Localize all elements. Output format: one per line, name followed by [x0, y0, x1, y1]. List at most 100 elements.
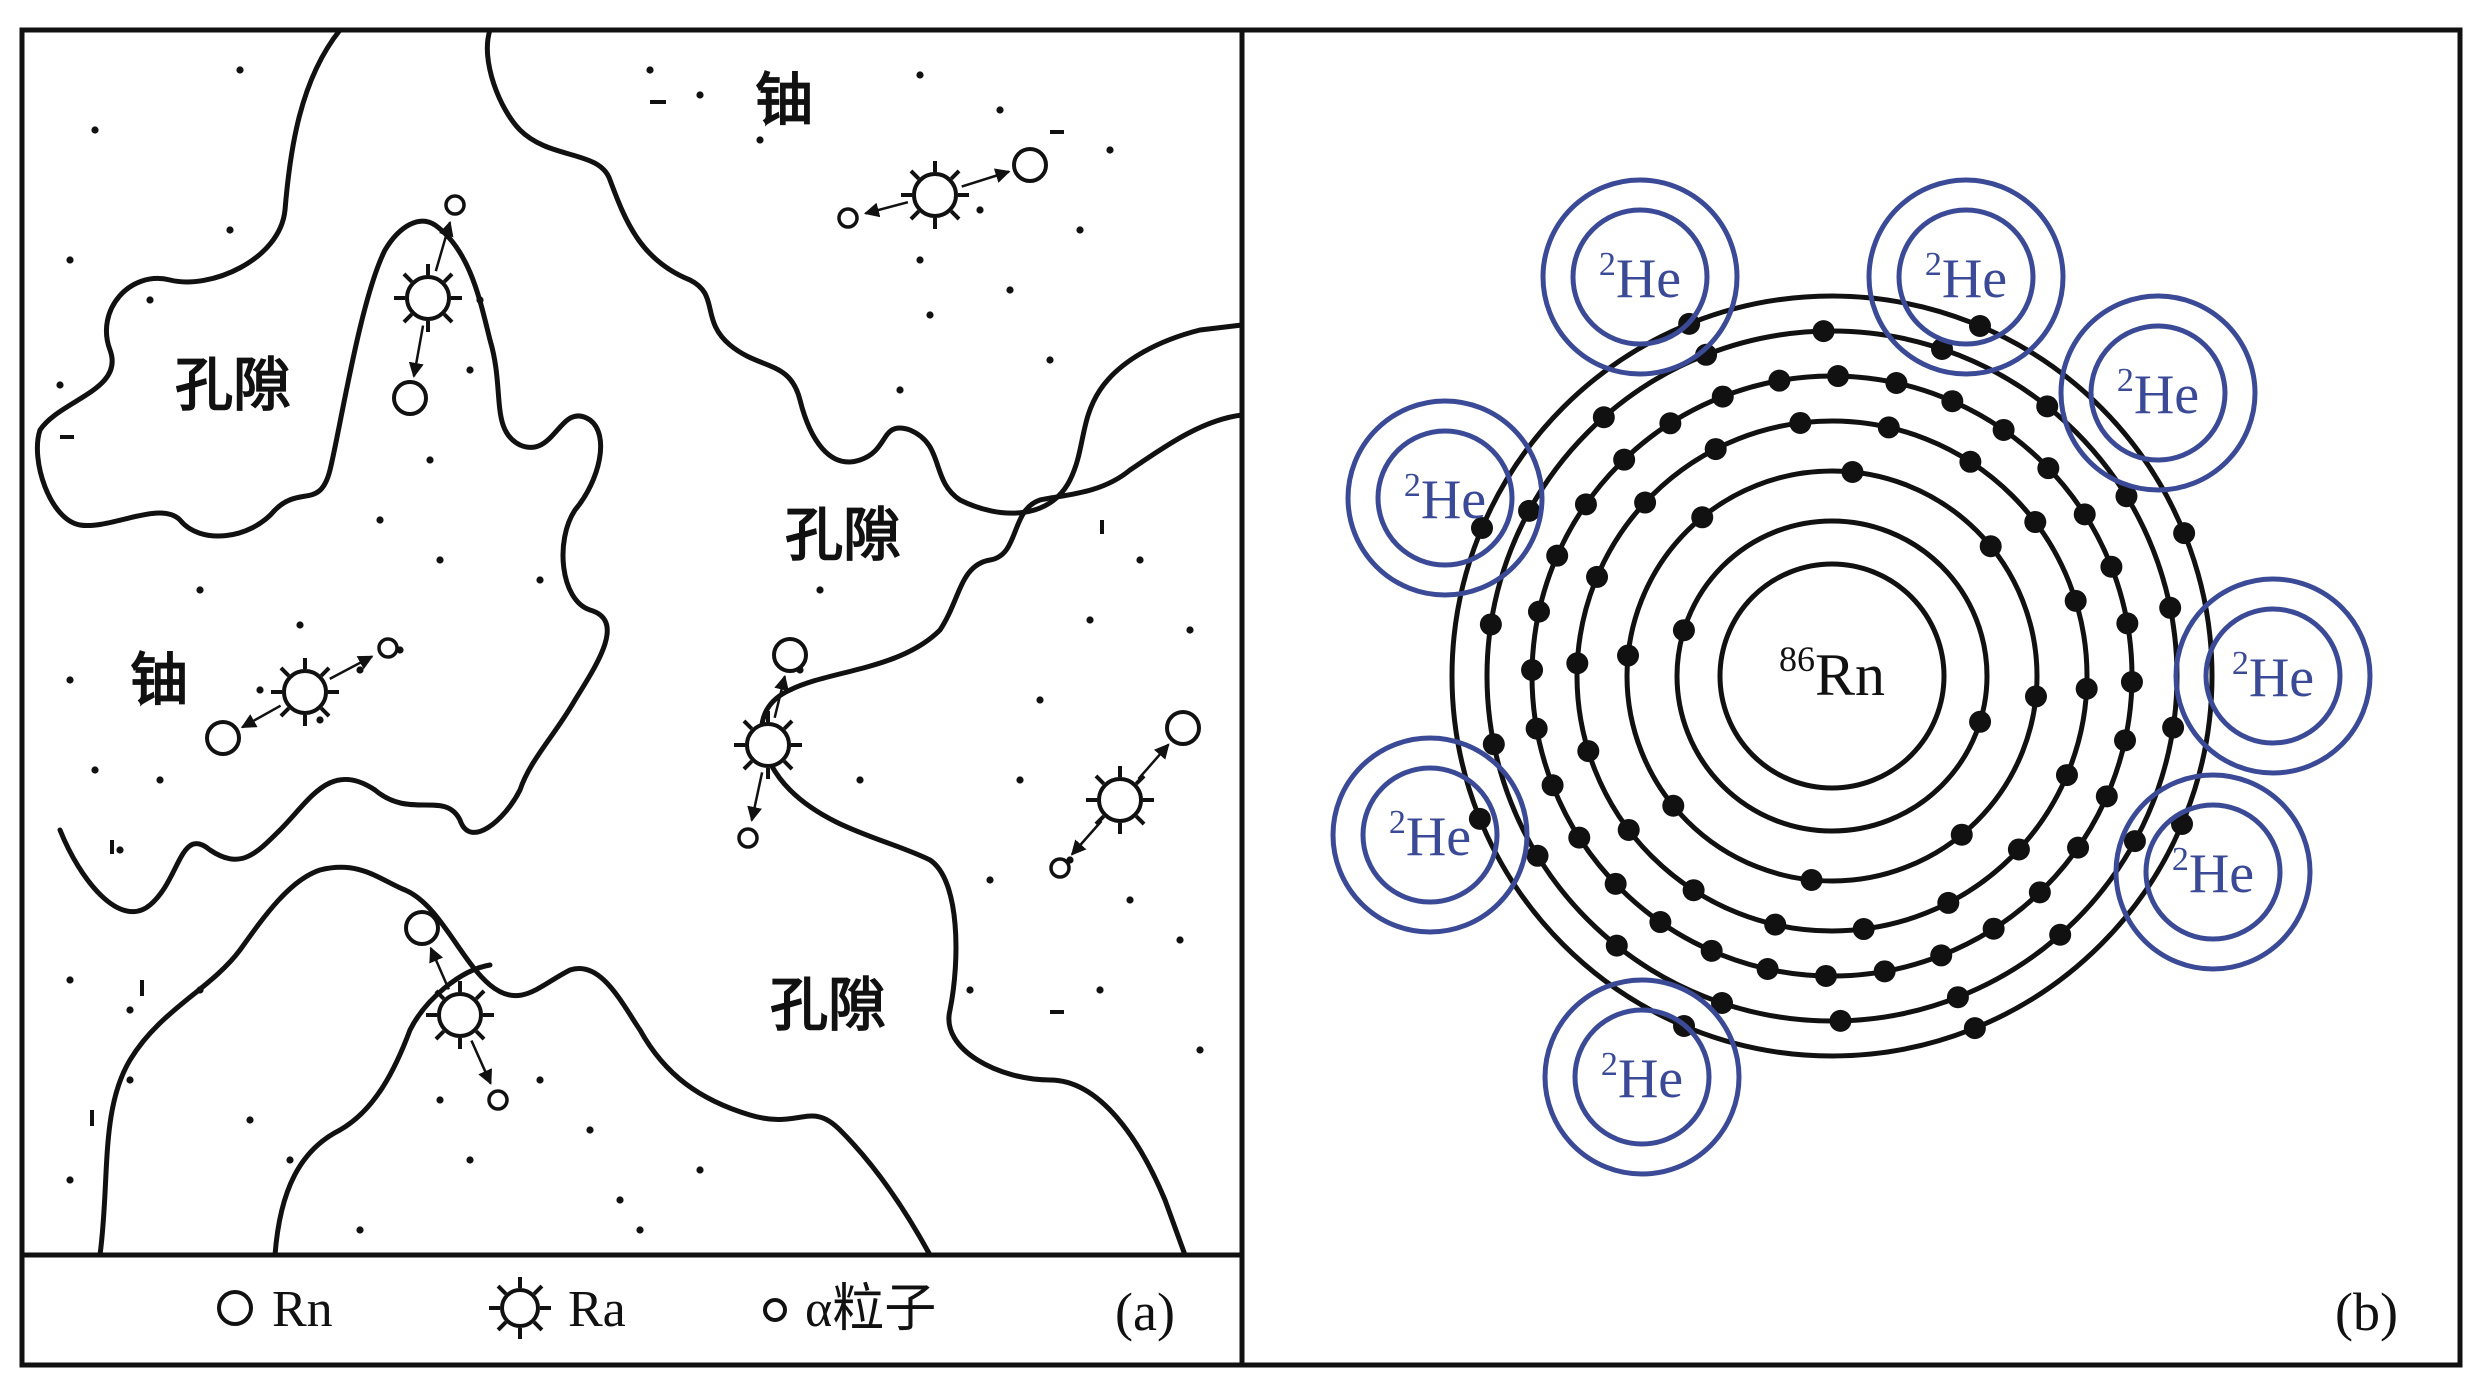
helium-outer-ring	[2058, 293, 2258, 493]
alpha-particle-icon	[487, 1089, 509, 1111]
helium-inner-ring	[2143, 802, 2283, 942]
grain-dot	[156, 776, 164, 784]
helium-symbol: He	[1942, 248, 2007, 310]
grain-dot	[66, 256, 74, 264]
helium-inner-ring	[1360, 765, 1500, 905]
ray	[496, 1320, 508, 1332]
rn-atom-icon	[404, 910, 440, 946]
grain-dot	[1096, 986, 1104, 994]
electron	[2120, 670, 2143, 693]
ray	[442, 272, 454, 284]
helium-atom: 2He	[1330, 735, 1530, 935]
grain-dot	[1136, 556, 1144, 564]
electron	[1691, 506, 1714, 529]
electron	[1574, 493, 1597, 516]
grain-boundaries	[34, 27, 1245, 1258]
grain-dot	[126, 1006, 134, 1014]
electron	[1969, 710, 1992, 733]
grain-dash	[110, 840, 114, 854]
electron	[1800, 868, 1823, 891]
electron	[2007, 838, 2030, 861]
electron	[2024, 685, 2047, 708]
decay-event	[734, 637, 808, 849]
grain-dot	[426, 456, 434, 464]
electron	[2067, 836, 2090, 859]
decay-arrow	[408, 325, 425, 378]
ray	[532, 1320, 544, 1332]
electron	[1815, 964, 1838, 987]
boundary-top-grain	[484, 27, 1245, 516]
panel-b-label: (b)	[2335, 1282, 2398, 1342]
electron	[1479, 613, 1502, 636]
grain-dot	[91, 766, 99, 774]
grain-dot	[926, 311, 934, 319]
helium-mass-number: 2	[1599, 246, 1616, 283]
grain-dot	[66, 1176, 74, 1184]
grain-dot	[1106, 146, 1114, 154]
decay-event	[404, 910, 509, 1111]
electron	[2073, 503, 2096, 526]
electron	[1826, 365, 1849, 388]
helium-label: 2He	[1601, 1046, 1683, 1110]
ray	[434, 989, 446, 1001]
helium-inner-ring	[1570, 207, 1710, 347]
legend-rn-label: Rn	[272, 1281, 333, 1338]
electron	[1649, 911, 1672, 934]
ra-core	[437, 992, 483, 1038]
decay-arrow	[961, 168, 1011, 188]
legend-alpha-label: α粒子	[805, 1281, 936, 1338]
helium-label: 2He	[2232, 645, 2314, 709]
grain-dot	[436, 556, 444, 564]
electron	[1963, 1017, 1986, 1040]
ray	[949, 169, 961, 181]
electron	[2162, 716, 2185, 739]
decay-arrow	[747, 772, 764, 822]
grain-dot	[356, 666, 364, 674]
electron	[1968, 314, 1991, 337]
ray	[742, 719, 754, 731]
helium-symbol: He	[2249, 647, 2314, 709]
ra-core	[912, 172, 958, 218]
ray	[279, 706, 291, 718]
helium-symbol: He	[2189, 843, 2254, 905]
ra-atom-icon	[426, 981, 494, 1049]
electron	[1541, 774, 1564, 797]
grain-dot	[756, 136, 764, 144]
electron	[1946, 986, 1969, 1009]
electron	[1877, 416, 1900, 439]
electron	[1979, 535, 2002, 558]
decay-arrow	[1137, 743, 1170, 780]
electron	[2159, 596, 2182, 619]
decay-arrow	[863, 200, 909, 218]
grain-dot	[896, 386, 904, 394]
electron	[1704, 438, 1727, 461]
electron	[1568, 826, 1591, 849]
electron	[1634, 491, 1657, 514]
decay-event	[205, 637, 399, 756]
grain-dot	[1046, 356, 1054, 364]
grain-dot	[146, 296, 154, 304]
decay-arrow	[434, 220, 454, 272]
boundary-left-grain	[34, 27, 610, 914]
electron	[1518, 499, 1541, 522]
electron	[1841, 461, 1864, 484]
electron	[2049, 923, 2072, 946]
decay-arrow	[329, 655, 374, 680]
electron	[2100, 555, 2123, 578]
electron	[1710, 991, 1733, 1014]
decay-event	[1049, 710, 1201, 879]
electron	[1521, 659, 1544, 682]
alpha-particle-icon	[737, 827, 759, 849]
ray	[402, 272, 414, 284]
grain-dash	[1100, 520, 1104, 534]
electron	[1873, 960, 1896, 983]
ray	[496, 1284, 508, 1296]
electron	[2036, 395, 2059, 418]
grain-dot	[696, 1166, 704, 1174]
electron	[1546, 544, 1569, 567]
helium-outer-ring	[2173, 576, 2373, 776]
ra-core	[282, 669, 328, 715]
ray	[782, 719, 794, 731]
